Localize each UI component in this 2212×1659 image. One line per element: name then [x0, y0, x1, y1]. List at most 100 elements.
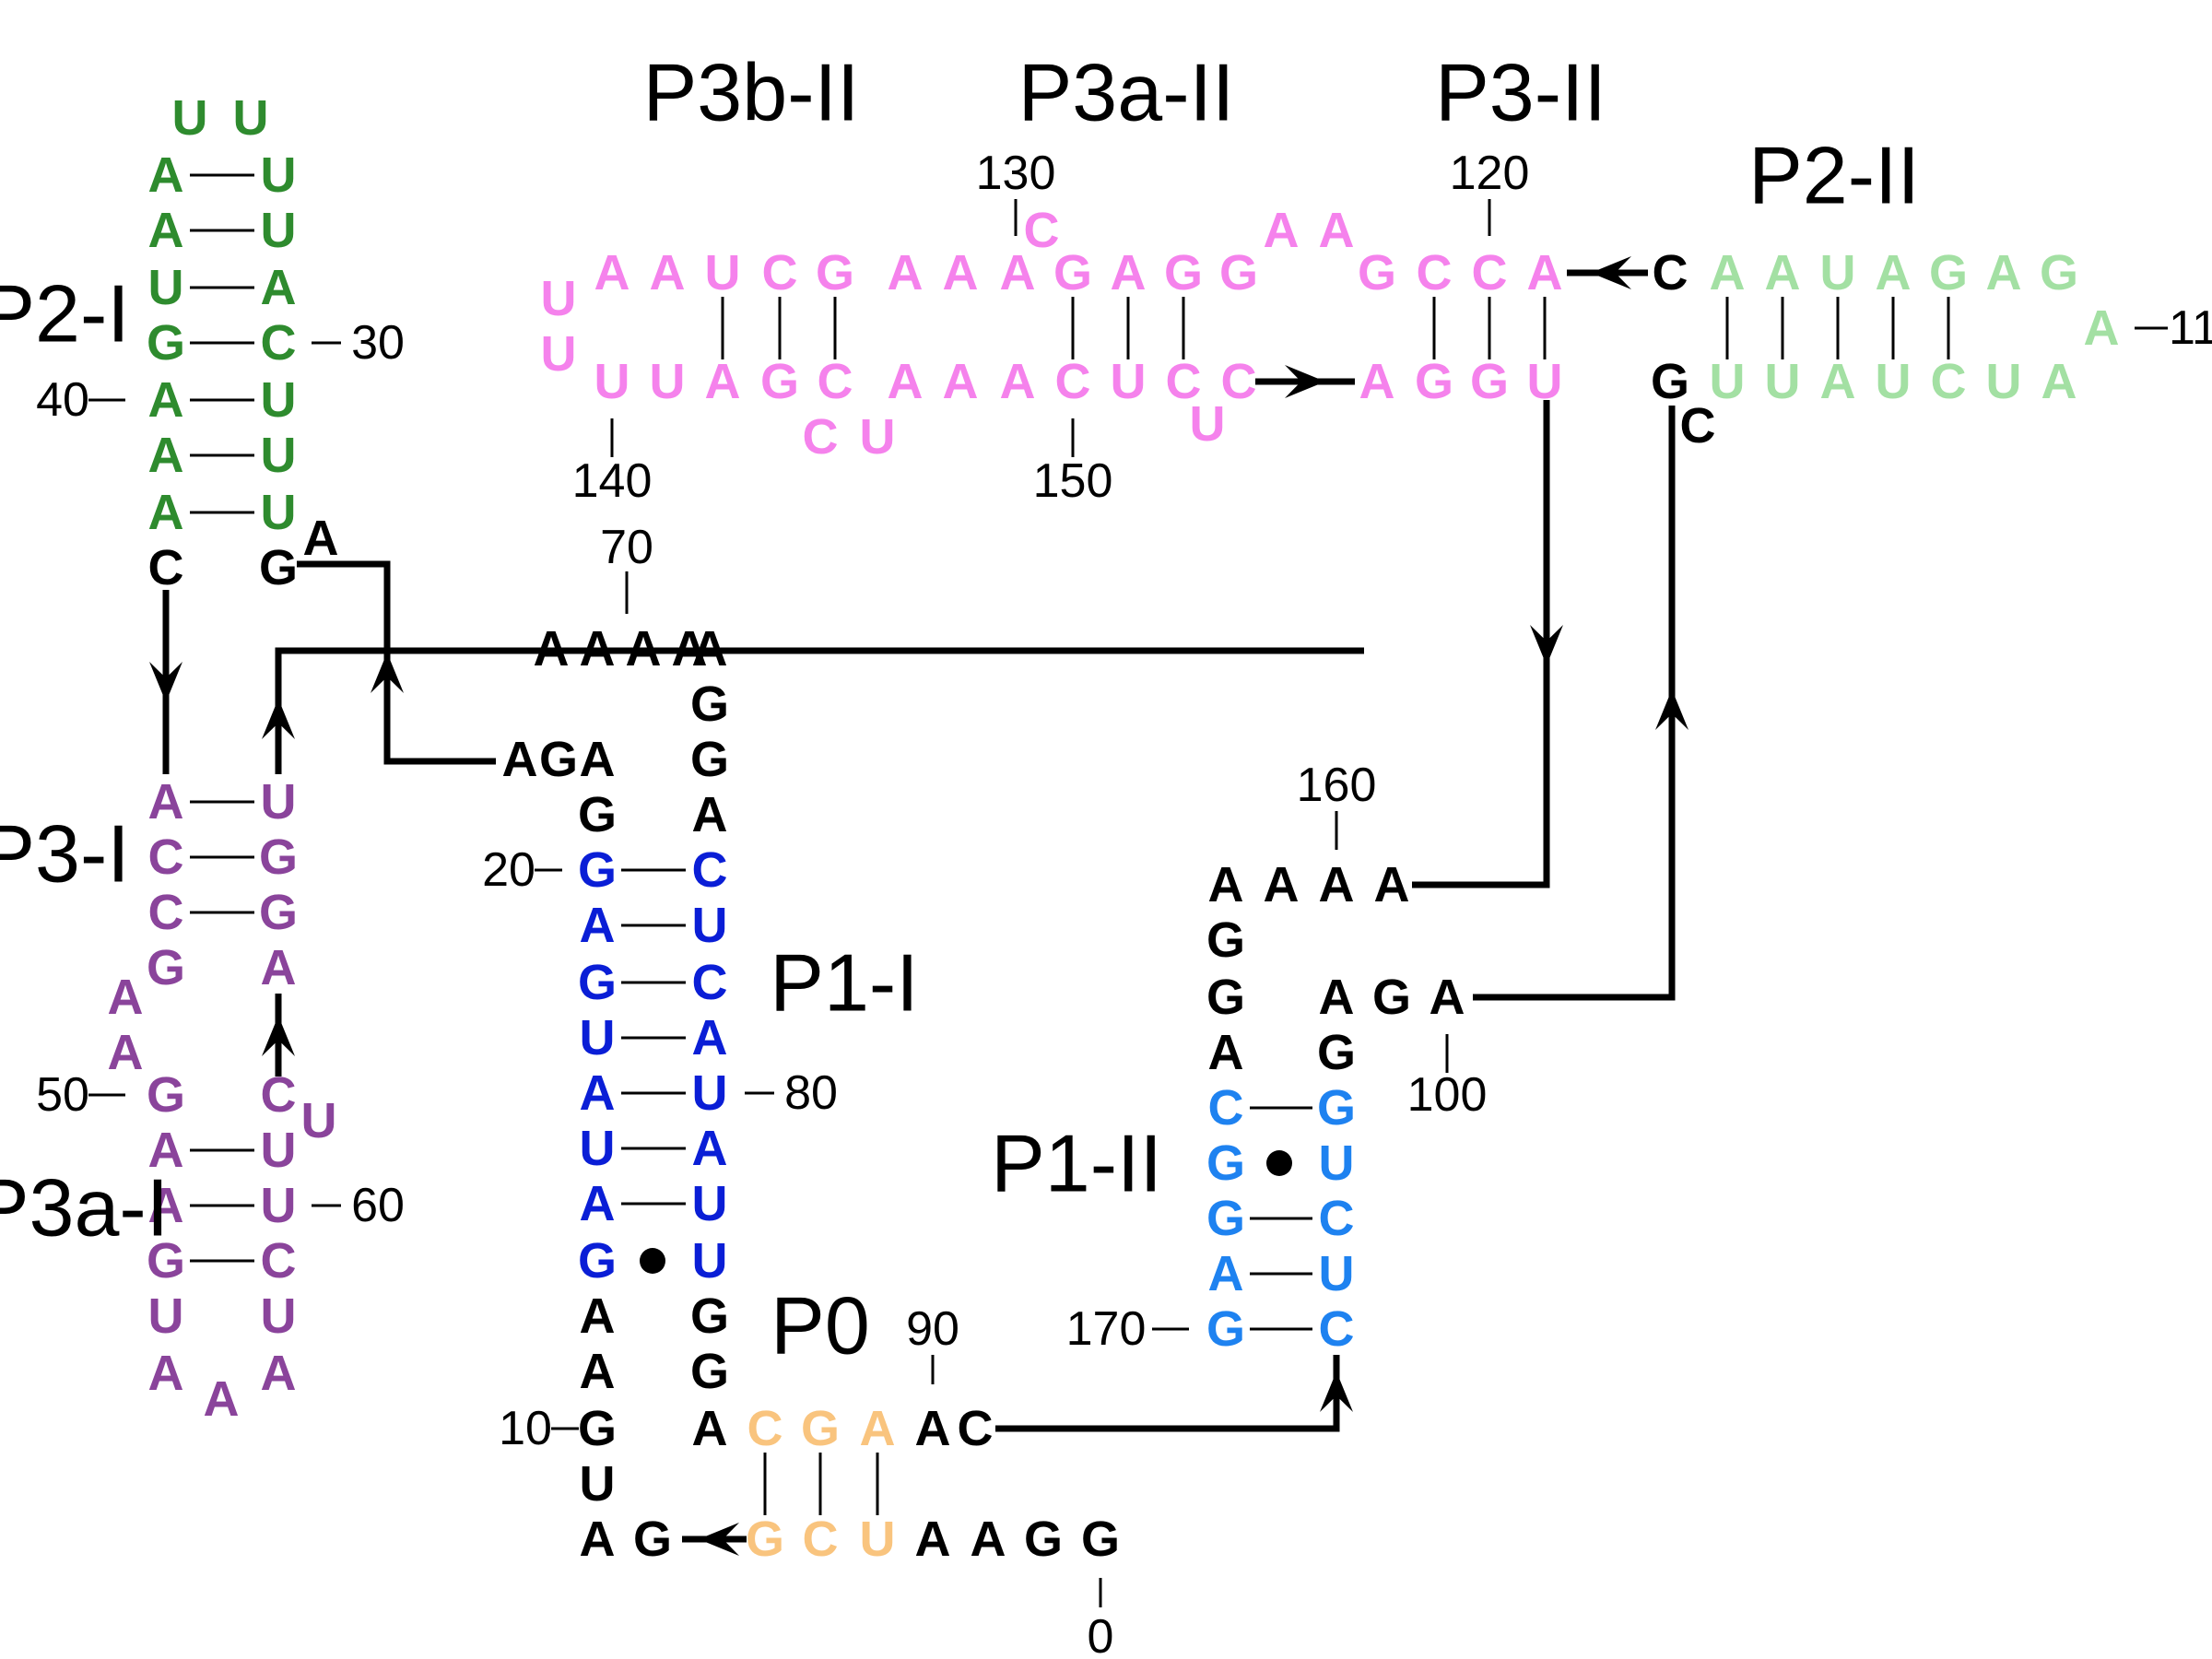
- nucleotide-a: A: [1986, 245, 2022, 300]
- direction-arrow: [149, 662, 182, 702]
- nucleotide-u: U: [301, 1093, 337, 1148]
- nucleotide-u: U: [1765, 354, 1801, 409]
- nucleotide-a: A: [148, 1123, 184, 1178]
- helix-label: P1-I: [770, 937, 918, 1029]
- connector-lines: [149, 173, 1950, 1556]
- position-number: 160: [1297, 759, 1377, 812]
- nucleotide-g: G: [147, 1233, 185, 1288]
- nucleotide-g: G: [1081, 1512, 1120, 1567]
- backbone-connector: [1412, 400, 1550, 888]
- nucleotide-a: A: [1264, 857, 1300, 912]
- nucleotide-a: A: [692, 1401, 728, 1456]
- direction-arrow: [1655, 689, 1688, 730]
- nucleotide-u: U: [580, 1121, 616, 1176]
- nucleotide-a: A: [692, 787, 728, 842]
- nucleotide-c: C: [692, 842, 728, 898]
- nucleotide-g: G: [1206, 1135, 1245, 1191]
- nucleotide-g: G: [816, 245, 854, 300]
- nucleotide-a: A: [594, 245, 630, 300]
- helix-label: P2-II: [1748, 130, 1920, 221]
- nucleotide-u: U: [261, 1178, 297, 1233]
- nucleotide-u: U: [1820, 245, 1856, 300]
- nucleotide-u: U: [261, 203, 297, 258]
- direction-arrow: [262, 699, 295, 739]
- wobble-pair-dot: [640, 1248, 665, 1274]
- nucleotide-g: G: [147, 940, 185, 995]
- position-number: 90: [906, 1302, 959, 1356]
- nucleotide-g: G: [690, 1288, 729, 1344]
- position-number: 100: [1407, 1068, 1488, 1122]
- nucleotide-u: U: [594, 354, 630, 409]
- nucleotide-a: A: [888, 354, 924, 409]
- nucleotide-u: U: [650, 354, 686, 409]
- nucleotide-g: G: [633, 1512, 672, 1567]
- nucleotide-a: A: [261, 1346, 297, 1401]
- nucleotide-a: A: [692, 1010, 728, 1065]
- helix-label: P1-II: [991, 1118, 1162, 1209]
- nucleotide-a: A: [1374, 857, 1410, 912]
- nucleotide-u: U: [580, 1456, 616, 1512]
- helix-label: P0: [771, 1280, 870, 1371]
- nucleotide-a: A: [148, 774, 184, 830]
- nucleotide-g: G: [1470, 354, 1509, 409]
- nucleotide-c: C: [148, 830, 184, 885]
- nucleotide-u: U: [261, 1123, 297, 1178]
- nucleotide-a: A: [580, 898, 616, 953]
- nucleotide-c: C: [1653, 245, 1688, 300]
- nucleotide-c: C: [1931, 354, 1967, 409]
- nucleotide-a: A: [1264, 203, 1300, 258]
- direction-arrow: [262, 1016, 295, 1056]
- nucleotide-a: A: [108, 1025, 144, 1080]
- nucleotide-c: C: [148, 885, 184, 940]
- nucleotide-c: C: [803, 409, 839, 465]
- nucleotide-a: A: [303, 511, 339, 566]
- nucleotide-a: A: [1319, 203, 1355, 258]
- position-number: 0: [1088, 1610, 1114, 1659]
- nucleotide-g: G: [1317, 1025, 1356, 1080]
- nucleotide-a: A: [204, 1371, 240, 1427]
- nucleotide-a: A: [148, 147, 184, 203]
- nucleotide-a: A: [915, 1401, 951, 1456]
- nucleotide-c: C: [1417, 245, 1453, 300]
- nucleotide-g: G: [147, 1067, 185, 1123]
- nucleotide-u: U: [580, 1010, 616, 1065]
- nucleotide-a: A: [672, 621, 708, 677]
- helix-label: P3-I: [0, 808, 130, 900]
- nucleotide-c: C: [1166, 354, 1202, 409]
- nucleotide-c: C: [803, 1512, 839, 1567]
- nucleotide-u: U: [860, 1512, 896, 1567]
- nucleotide-g: G: [1415, 354, 1453, 409]
- helix-label: P3b-II: [643, 47, 860, 138]
- nucleotide-a: A: [580, 1288, 616, 1344]
- nucleotide-g: G: [1219, 245, 1258, 300]
- nucleotide-g: G: [147, 315, 185, 371]
- nucleotide-c: C: [1024, 203, 1060, 258]
- nucleotide-c: C: [1472, 245, 1508, 300]
- position-number: 150: [1033, 454, 1113, 508]
- nucleotide-a: A: [148, 203, 184, 258]
- nucleotide-u: U: [261, 485, 297, 540]
- nucleotide-g: G: [1929, 245, 1968, 300]
- nucleotide-c: C: [762, 245, 798, 300]
- nucleotide-g: G: [259, 885, 298, 940]
- helix-label: P2-I: [0, 268, 130, 359]
- position-number: 170: [1066, 1302, 1147, 1356]
- nucleotide-g: G: [690, 1344, 729, 1399]
- nucleotide-a: A: [580, 1176, 616, 1231]
- position-number: 120: [1450, 147, 1530, 200]
- nucleotide-a: A: [943, 354, 979, 409]
- nucleotide-a: A: [148, 1178, 184, 1233]
- nucleotide-u: U: [692, 1233, 728, 1288]
- nucleotide-a: A: [1710, 245, 1746, 300]
- nucleotide-u: U: [692, 1065, 728, 1121]
- nucleotide-c: C: [818, 354, 853, 409]
- position-number: 130: [976, 147, 1056, 200]
- nucleotide-u: U: [705, 245, 741, 300]
- nucleotide-a: A: [705, 354, 741, 409]
- nucleotide-u: U: [1527, 354, 1563, 409]
- nucleotide-a: A: [1208, 1246, 1244, 1301]
- nucleotide-a: A: [1000, 245, 1036, 300]
- direction-arrow: [371, 653, 404, 693]
